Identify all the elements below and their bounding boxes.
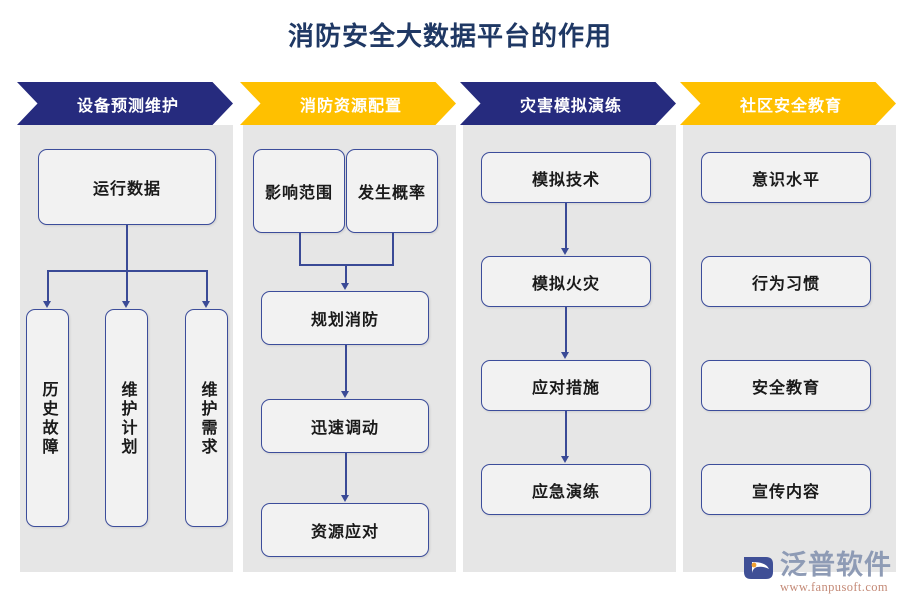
node-资源应对[interactable]: 资源应对 xyxy=(261,503,429,557)
column-header-label-0: 设备预测维护 xyxy=(76,97,179,115)
arrowhead-1-a xyxy=(341,391,349,398)
arrowhead-2-b xyxy=(561,352,569,359)
column-header-banner-2[interactable]: 灾害模拟演练 xyxy=(460,82,676,125)
arrowhead-2-a xyxy=(561,248,569,255)
node-维护需求[interactable]: 维护需求 xyxy=(185,309,228,527)
node-发生概率[interactable]: 发生概率 xyxy=(346,149,438,233)
node-模拟火灾[interactable]: 模拟火灾 xyxy=(481,256,651,307)
column-body-panel-0: 运行数据 历史故障 维护计划 维护需求 xyxy=(20,125,233,572)
column-header-label-1: 消防资源配置 xyxy=(299,97,402,115)
node-意识水平[interactable]: 意识水平 xyxy=(701,152,871,203)
node-应急演练[interactable]: 应急演练 xyxy=(481,464,651,515)
node-应对措施[interactable]: 应对措施 xyxy=(481,360,651,411)
node-规划消防[interactable]: 规划消防 xyxy=(261,291,429,345)
column-equipment-predictive-maintenance: 设备预测维护 运行数据 历史故障 维护计划 维护需求 xyxy=(10,82,233,572)
brand-logo: 泛普软件 www.fanpusoft.com xyxy=(742,548,892,594)
logo-url: www.fanpusoft.com xyxy=(780,580,889,594)
connector-drop-0-b xyxy=(126,270,128,302)
column-header-label-3: 社区安全教育 xyxy=(739,97,842,115)
connector-merge-left xyxy=(299,233,301,265)
arrowhead-1-b xyxy=(341,495,349,502)
node-模拟技术[interactable]: 模拟技术 xyxy=(481,152,651,203)
node-影响范围[interactable]: 影响范围 xyxy=(253,149,345,233)
column-header-banner-0[interactable]: 设备预测维护 xyxy=(17,82,233,125)
connector-merge-right xyxy=(392,233,394,265)
node-行为习惯[interactable]: 行为习惯 xyxy=(701,256,871,307)
arrowhead-0-b xyxy=(122,301,130,308)
connector-2-a xyxy=(565,203,567,250)
arrowhead-0-a xyxy=(43,301,51,308)
connector-1-a xyxy=(345,345,347,393)
connector-2-b xyxy=(565,307,567,354)
arrowhead-0-c xyxy=(202,301,210,308)
logo-text-block: 泛普软件 www.fanpusoft.com xyxy=(780,550,892,594)
arrowhead-2-c xyxy=(561,456,569,463)
column-body-panel-3: 意识水平 行为习惯 安全教育 宣传内容 xyxy=(683,125,896,572)
column-body-panel-2: 模拟技术 模拟火灾 应对措施 应急演练 xyxy=(463,125,676,572)
connector-merge-stem xyxy=(345,264,347,284)
arrowhead-merge xyxy=(341,283,349,290)
column-header-label-2: 灾害模拟演练 xyxy=(519,97,622,115)
column-body-panel-1: 泛普软件 影响范围 发生概率 规划消防 迅速调动 资源应对 xyxy=(243,125,520,572)
column-community-safety-education: 社区安全教育 意识水平 行为习惯 安全教育 宣传内容 xyxy=(673,82,896,572)
node-维护计划[interactable]: 维护计划 xyxy=(105,309,148,527)
node-历史故障[interactable]: 历史故障 xyxy=(26,309,69,527)
node-迅速调动[interactable]: 迅速调动 xyxy=(261,399,429,453)
logo-company-name: 泛普软件 xyxy=(780,550,892,580)
connector-drop-0-a xyxy=(47,270,49,302)
column-fire-resource-allocation: 消防资源配置 泛普软件 影响范围 发生概率 规划消防 迅速调动 资源应对 xyxy=(233,82,520,572)
page-title: 消防安全大数据平台的作用 xyxy=(287,21,612,51)
node-宣传内容[interactable]: 宣传内容 xyxy=(701,464,871,515)
node-安全教育[interactable]: 安全教育 xyxy=(701,360,871,411)
column-header-banner-1[interactable]: 消防资源配置 xyxy=(240,82,456,125)
column-disaster-simulation-drill: 灾害模拟演练 模拟技术 模拟火灾 应对措施 应急演练 xyxy=(453,82,676,572)
connector-stem-0 xyxy=(126,225,128,271)
column-header-banner-3[interactable]: 社区安全教育 xyxy=(680,82,896,125)
node-运行数据[interactable]: 运行数据 xyxy=(38,149,216,225)
connector-drop-0-c xyxy=(206,270,208,302)
connector-1-b xyxy=(345,453,347,497)
connector-2-c xyxy=(565,411,567,458)
fanpu-logo-icon xyxy=(742,553,776,583)
